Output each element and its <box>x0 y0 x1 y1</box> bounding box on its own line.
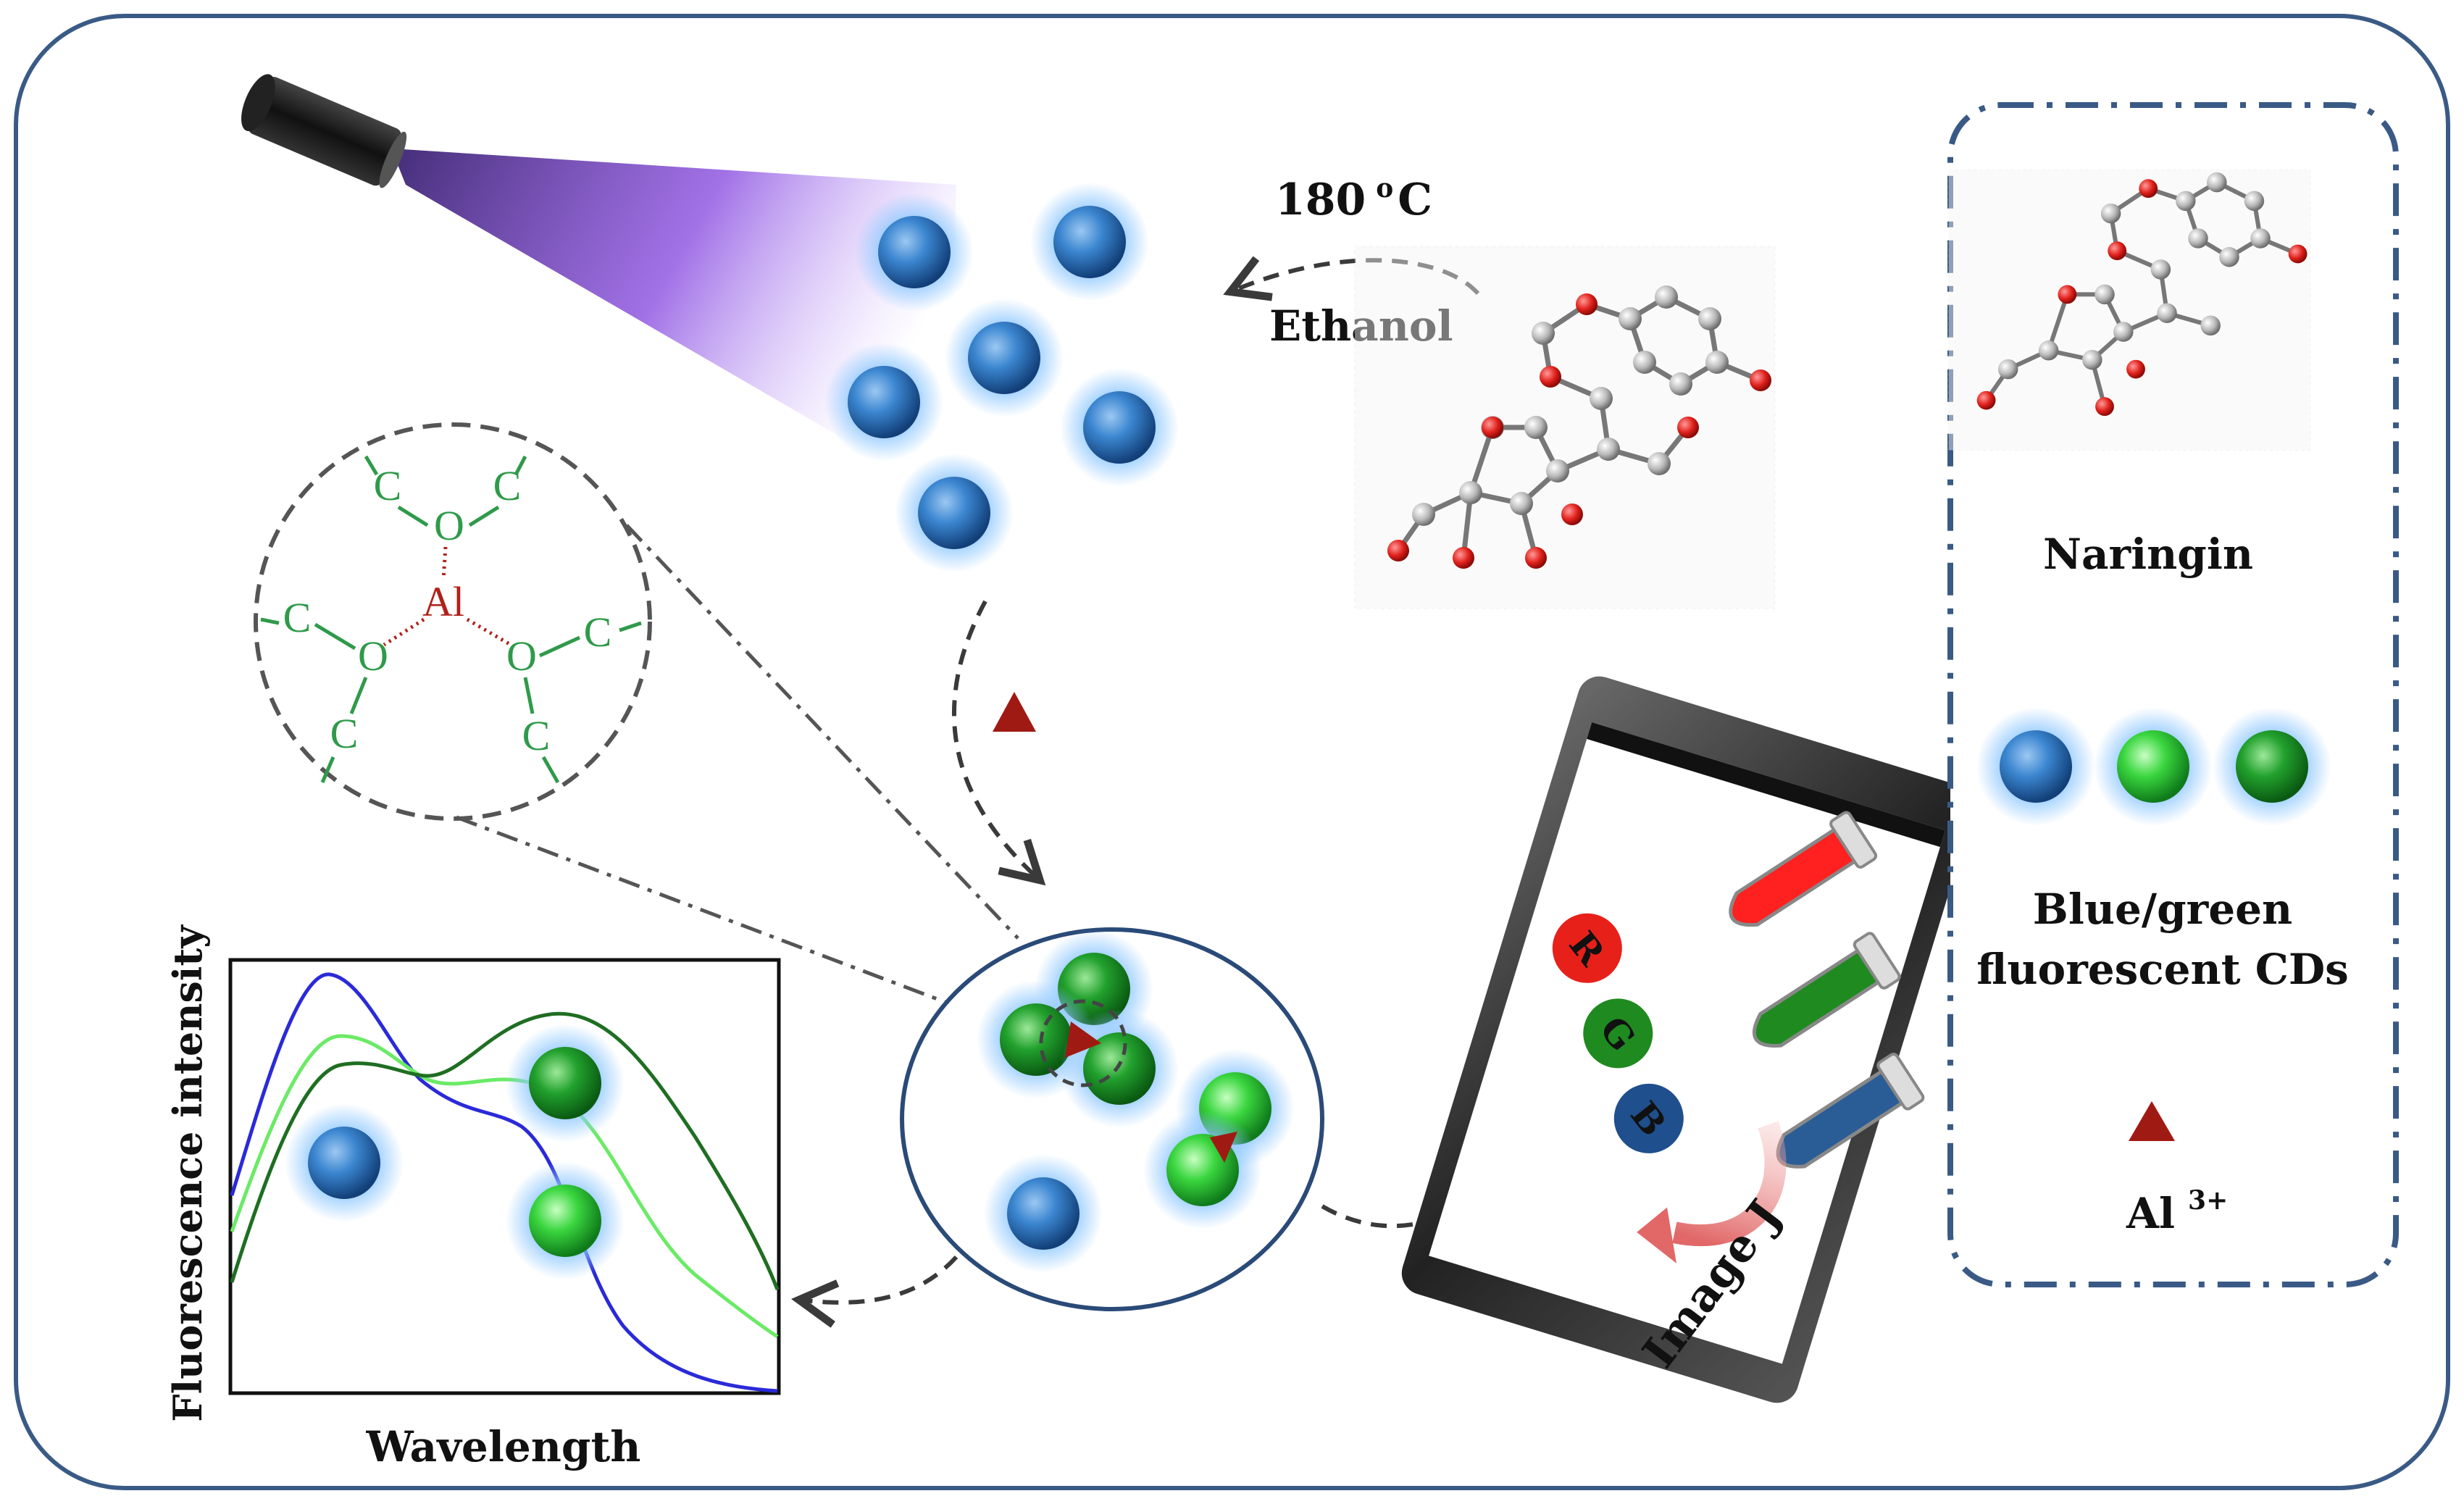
triangle-ion-icon <box>993 692 1036 732</box>
oxygen-label: O <box>434 502 464 549</box>
naringin-label: Naringin <box>2043 530 2253 579</box>
oxygen-label: O <box>358 632 388 680</box>
legend-green-cd <box>2094 707 2213 826</box>
legend-dark-green-cd <box>2213 707 2331 826</box>
to-spectrum-arrow <box>791 1255 959 1328</box>
channel-r <box>1552 913 1622 983</box>
solvent-label: Ethanol <box>1269 301 1453 351</box>
blue-cd <box>1060 368 1179 487</box>
carbon-label: C <box>283 594 312 641</box>
oxygen-label: O <box>506 632 537 680</box>
y-axis-label: Fluorescence intensity <box>164 924 211 1422</box>
legend-al-triangle-icon <box>2129 1101 2175 1141</box>
channel-g <box>1583 998 1653 1069</box>
carbon-label: C <box>330 710 359 757</box>
blue-cd <box>1030 183 1149 301</box>
x-axis-label: Wavelength <box>366 1422 641 1471</box>
carbon-label: C <box>522 712 551 759</box>
al-complex-zoom: C C O C O C O C C Al <box>254 422 652 821</box>
carbon-label: C <box>584 609 612 656</box>
molecule-icon <box>1354 246 1776 609</box>
uv-lamp-icon <box>241 74 956 500</box>
reaction-arrow <box>951 600 1046 886</box>
carbon-label: C <box>374 462 402 509</box>
cds-label-line2: fluorescent CDs <box>1976 945 2349 994</box>
smartphone-icon: R G B Image J <box>1401 676 1975 1403</box>
light-green-spectrum-line <box>230 1034 779 1339</box>
spectrum-plot: Wavelength Fluorescence intensity <box>164 924 781 1471</box>
light-beam <box>391 149 956 500</box>
blue-cd <box>945 298 1064 417</box>
analysis-arrow <box>1672 1121 1787 1247</box>
blue-cd <box>895 454 1014 572</box>
naringin-molecule <box>1948 169 2311 451</box>
blue-spectrum-line <box>230 972 778 1393</box>
legend-blue-cd <box>1976 707 2095 826</box>
dark-green-spectrum-line <box>230 1011 780 1290</box>
aluminum-label: Al <box>422 578 464 625</box>
test-tube-icon <box>1729 811 1925 1169</box>
blue-cd <box>855 193 974 312</box>
blue-cd <box>824 343 943 461</box>
cd-al-complex <box>900 927 1324 1311</box>
synthesis-arrow <box>1223 256 1480 301</box>
cds-label-line1: Blue/green <box>2033 885 2292 934</box>
channel-b <box>1613 1083 1684 1153</box>
rgb-channels: R G B <box>1552 913 1684 1153</box>
